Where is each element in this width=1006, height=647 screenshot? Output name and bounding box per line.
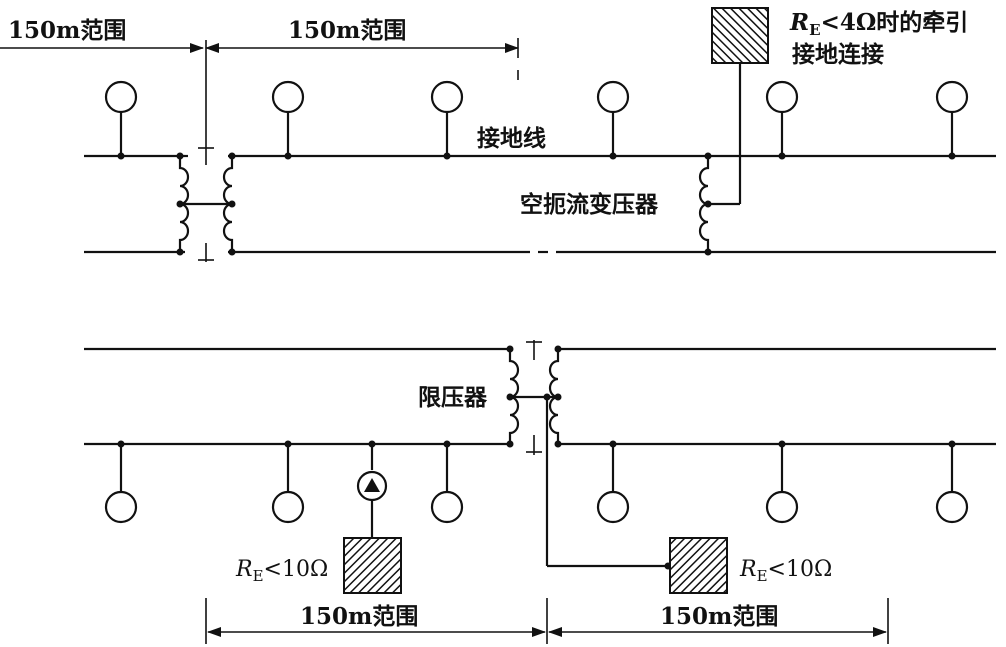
- impedance-transformer-label: 空扼流变压器: [520, 191, 659, 218]
- top-range-dimensions: [0, 38, 519, 145]
- top-insulating-joint: [198, 145, 214, 262]
- bottom-insulating-joint: [526, 340, 542, 455]
- limiter-label: 限压器: [418, 384, 488, 411]
- top-left-impedance-bond: [176, 152, 236, 256]
- top-mid-range-label: 150m范围: [288, 17, 406, 44]
- top-left-range-label: 150m范围: [8, 17, 126, 44]
- bottom-left-ground-electrode: [343, 537, 402, 594]
- bottom-right-range-label: 150m范围: [660, 603, 778, 630]
- bottom-left-resistance-label: RE<10Ω: [235, 557, 328, 585]
- bottom-right-resistance-label: RE<10Ω: [739, 557, 832, 585]
- bottom-rails: [84, 347, 996, 446]
- ground-wire-label: 接地线: [477, 125, 546, 152]
- top-right-impedance-transformer: [698, 63, 742, 256]
- bottom-right-ground-electrode: [669, 537, 728, 594]
- traction-ground-label-line2: 接地连接: [792, 41, 884, 68]
- bottom-masts: [104, 440, 969, 524]
- limiter-bond: [506, 345, 672, 570]
- traction-ground-label-line1: RE<4Ω时的牵引: [789, 9, 968, 39]
- surge-protector: [356, 440, 388, 538]
- bottom-range-dimensions: [205, 598, 889, 644]
- bottom-left-range-label: 150m范围: [300, 603, 418, 630]
- top-masts: [104, 80, 969, 160]
- top-ground-electrode: [711, 7, 769, 64]
